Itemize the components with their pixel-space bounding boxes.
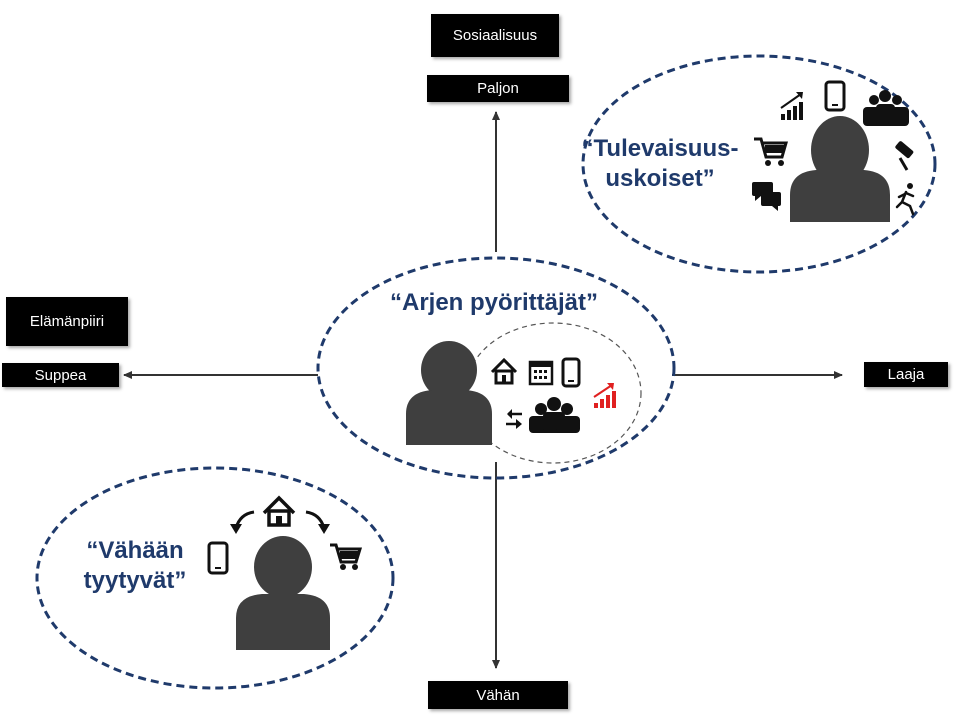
ellipse-top-right <box>581 54 937 274</box>
paint-roller-icon <box>895 141 914 171</box>
person-icon-bottom-left <box>236 536 330 650</box>
chat-bubbles-icon <box>752 182 781 211</box>
runner-icon <box>895 183 915 216</box>
exchange-arrows-icon <box>506 409 522 429</box>
vertical-axis-bottom-label: Vähän <box>428 681 568 709</box>
ellipse-bottom-left <box>35 466 395 690</box>
people-group-icon <box>863 90 909 126</box>
shopping-cart-icon <box>330 543 363 570</box>
trend-up-icon <box>593 383 616 408</box>
group-title-top-right-line1: “Tulevaisuus- <box>581 135 739 162</box>
horizontal-axis-left-label: Suppea <box>2 363 119 387</box>
vertical-axis-title: Sosiaalisuus <box>431 14 559 57</box>
axes <box>123 111 843 669</box>
group-title-top-right: “Tulevaisuus- uskoiset” <box>560 134 760 194</box>
group-title-bottom-left-line2: tyytyvät” <box>83 567 187 594</box>
smartphone-icon <box>824 80 846 112</box>
calendar-icon <box>528 360 554 386</box>
ellipse-center <box>316 256 676 480</box>
group-title-top-right-line2: uskoiset” <box>605 165 715 192</box>
ellipse-inner <box>464 322 642 464</box>
trend-up-icon <box>780 92 803 120</box>
smartphone-icon <box>561 357 581 388</box>
vertical-axis-top-label: Paljon <box>427 75 569 102</box>
home-icon <box>262 495 296 527</box>
home-icon <box>490 357 518 385</box>
curved-arrow-right-icon <box>305 510 330 534</box>
horizontal-axis-title: Elämänpiiri <box>6 297 128 346</box>
group-title-center: “Arjen pyörittäjät” <box>389 289 599 316</box>
smartphone-icon <box>207 541 229 575</box>
group-title-bottom-left: “Vähään tyytyvät” <box>60 536 210 596</box>
person-icon-top-right <box>790 116 890 222</box>
curved-arrow-left-icon <box>230 510 255 534</box>
people-group-icon <box>529 397 580 433</box>
group-title-bottom-left-line1: “Vähään <box>86 537 184 564</box>
person-icon-center <box>406 341 492 445</box>
shopping-cart-icon <box>754 137 788 166</box>
horizontal-axis-right-label: Laaja <box>864 362 948 387</box>
